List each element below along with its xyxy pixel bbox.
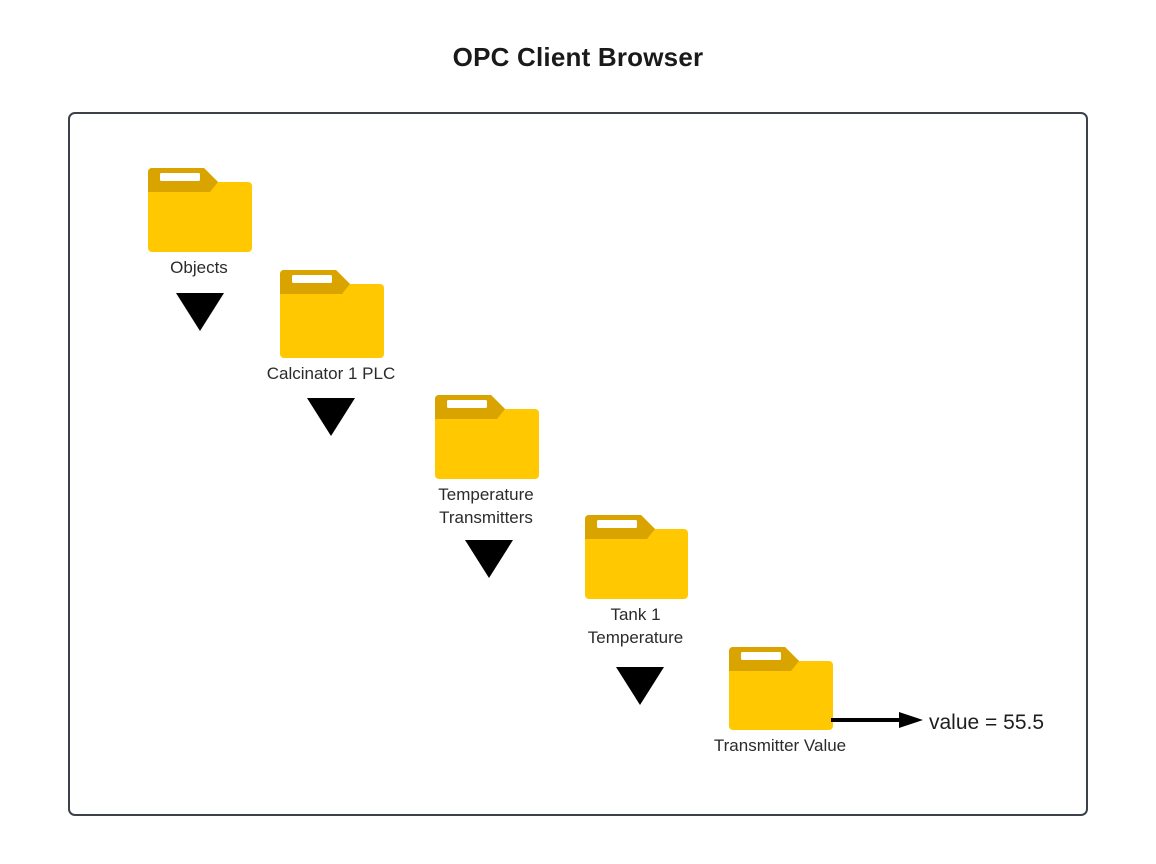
tree-node-label: Objects bbox=[170, 258, 228, 277]
page-title: OPC Client Browser bbox=[452, 42, 704, 72]
folder-icon bbox=[433, 393, 539, 479]
tree-node-label: Temperature Transmitters bbox=[438, 485, 534, 527]
tree-node-calcinator-1-plc[interactable]: Calcinator 1 PLC bbox=[267, 268, 395, 383]
tree-node-tank-1-temperature[interactable]: Tank 1 Temperature bbox=[583, 513, 688, 647]
folder-icon bbox=[278, 268, 384, 358]
tree-node-label: Transmitter Value bbox=[713, 736, 847, 755]
tree-node-transmitter-value[interactable]: Transmitter Value bbox=[714, 645, 846, 755]
tree-node-label: Calcinator 1 PLC bbox=[266, 364, 396, 383]
tree-node-objects[interactable]: Objects bbox=[146, 166, 252, 277]
folder-icon bbox=[727, 645, 833, 730]
folder-icon bbox=[146, 166, 252, 252]
folder-icon bbox=[583, 513, 688, 599]
tree-node-temperature-transmitters[interactable]: Temperature Transmitters bbox=[433, 393, 539, 527]
arrow-right-icon bbox=[831, 711, 926, 729]
tree-node-label: Tank 1 Temperature bbox=[587, 605, 684, 647]
value-annotation: value = 55.5 bbox=[929, 711, 1045, 734]
diagram-frame bbox=[68, 112, 1088, 816]
